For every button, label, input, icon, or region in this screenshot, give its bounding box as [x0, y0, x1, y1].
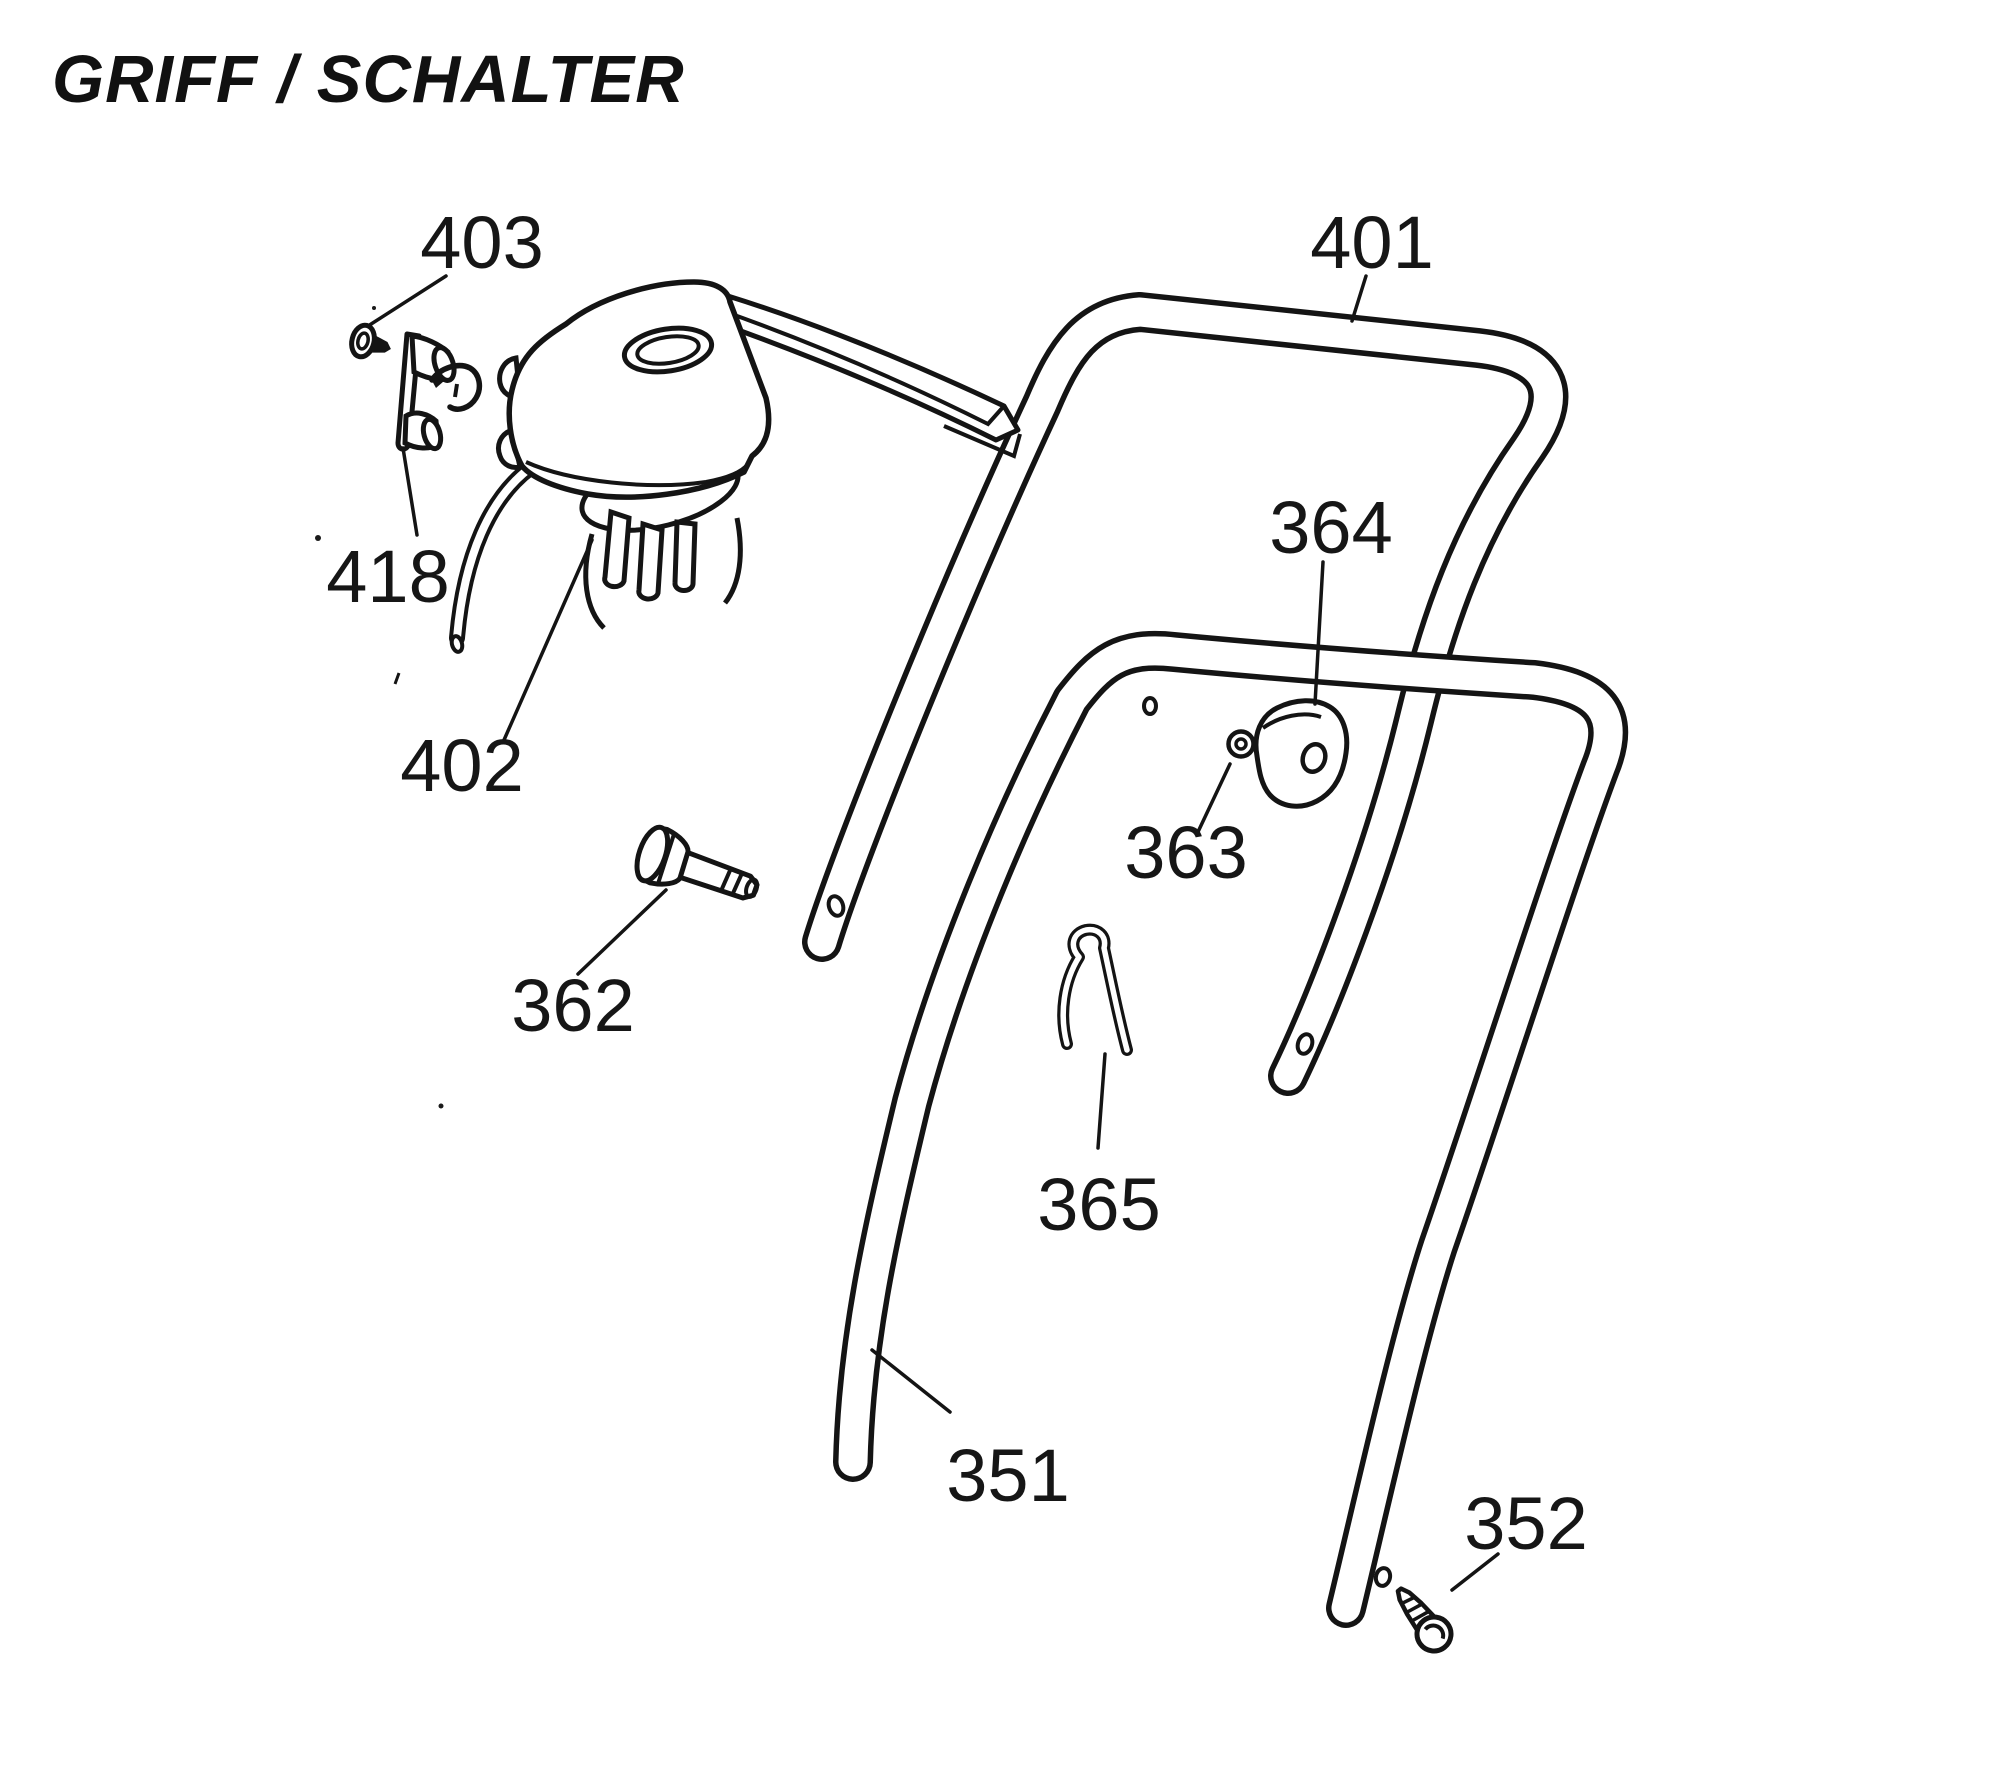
leader-403: [366, 274, 448, 328]
screw-403-drawing: [349, 322, 391, 360]
part-label-418: 418: [326, 535, 449, 618]
bolt-thread: [719, 867, 733, 892]
lower-handlebar-tube-body: [838, 636, 1623, 1623]
washer-363-drawing: [1226, 729, 1256, 759]
bracket-hook: [429, 362, 483, 412]
clamp-body: [1253, 698, 1350, 809]
screw-352-head-slot: [1423, 1623, 1446, 1640]
part-label-362: 362: [511, 964, 634, 1047]
housing-side-tab: [496, 426, 523, 470]
upper-handlebar-tube-body: [807, 297, 1563, 1091]
lower-handlebar-351-drawing: [833, 630, 1629, 1628]
screw-352-thread: [1400, 1595, 1416, 1606]
part-label-403: 403: [420, 201, 543, 284]
screw-352-thread: [1405, 1602, 1423, 1615]
leader-418: [401, 446, 419, 537]
bracket-hook-tick: [453, 383, 459, 398]
part-labels: 403 401 418 364 402 363 362 365 351 352: [326, 201, 1587, 1565]
part-label-352: 352: [1464, 1482, 1587, 1565]
speck-slash: [393, 672, 401, 685]
terminal-pin: [602, 508, 632, 590]
lever-arm-fold-line: [725, 310, 1006, 427]
tube-mount-hole: [1295, 1032, 1315, 1056]
leader-363: [1195, 762, 1232, 836]
switch-assembly-402-drawing: [449, 279, 1022, 654]
washer-outer: [1226, 729, 1256, 759]
terminal-pin: [672, 519, 698, 593]
speck: [372, 306, 376, 310]
lever-arm-flange: [943, 424, 1022, 459]
tube-mount-hole: [826, 894, 846, 918]
part-label-364: 364: [1269, 486, 1392, 569]
switch-button-inner: [635, 334, 701, 366]
leader-362: [576, 888, 668, 976]
speck: [438, 1103, 444, 1109]
leader-364: [1313, 560, 1325, 706]
part-label-402: 402: [400, 724, 523, 807]
bolt-thread: [731, 872, 744, 895]
tube-mount-hole: [1142, 696, 1158, 716]
leader-lines: [366, 274, 1500, 1592]
clip-365-drawing: [1057, 923, 1133, 1056]
scan-speckles: [315, 306, 444, 1109]
upper-handlebar-401-drawing: [802, 292, 1569, 1096]
clip-wire-body: [1060, 926, 1130, 1053]
terminal-pin: [636, 520, 665, 602]
part-label-401: 401: [1310, 201, 1433, 284]
clamp-364-drawing: [1253, 698, 1350, 809]
washer-inner: [1234, 737, 1248, 751]
leader-352: [1450, 1552, 1500, 1592]
housing-skirt-line: [525, 460, 750, 488]
screw-352-thread: [1410, 1609, 1430, 1623]
part-label-363: 363: [1124, 811, 1247, 894]
clamp-top-face-line: [1261, 712, 1322, 730]
leader-401: [1350, 274, 1368, 323]
bolt-tip-cap: [744, 877, 760, 899]
bracket-418-drawing: [395, 331, 483, 452]
speck: [315, 535, 321, 541]
switch-housing-body: [506, 279, 772, 500]
switch-cable: [449, 460, 538, 646]
collar-horn-right: [722, 517, 743, 605]
screw-403-head-center: [356, 331, 370, 351]
bolt-flange: [634, 824, 671, 884]
screw-403-head: [349, 322, 377, 360]
tube-mount-hole: [1373, 1566, 1393, 1588]
page-title: GRIFF / SCHALTER: [52, 42, 685, 117]
part-label-351: 351: [946, 1434, 1069, 1517]
leader-351: [870, 1348, 952, 1414]
clamp-hole: [1300, 742, 1328, 774]
screw-352-drawing: [1395, 1586, 1454, 1654]
switch-cable-inner: [453, 464, 534, 642]
leader-402: [502, 538, 594, 742]
leader-365: [1096, 1052, 1107, 1150]
cable-end-cap: [449, 634, 465, 654]
screw-352-head: [1414, 1614, 1454, 1654]
bracket-lower-peg-cap: [420, 416, 444, 452]
bolt-362-drawing: [634, 824, 760, 901]
part-label-365: 365: [1037, 1163, 1160, 1246]
